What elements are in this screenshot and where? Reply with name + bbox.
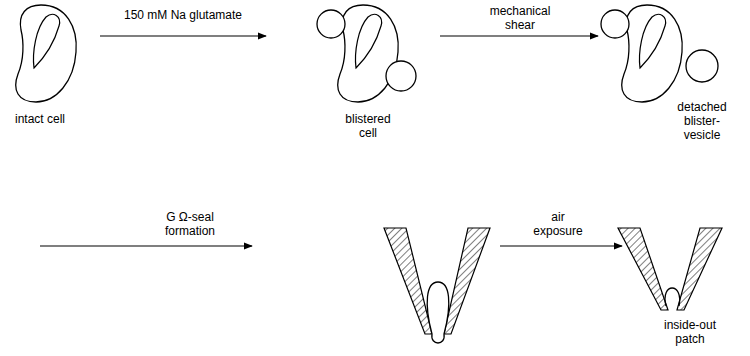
stage-label: intact cell	[14, 112, 66, 126]
stage-label: air exposure	[527, 210, 589, 238]
stage-label: mechanical shear	[478, 4, 562, 32]
pipette-with-patch	[618, 228, 722, 310]
stage-label: 150 mM Na glutamate	[93, 8, 273, 22]
stage-label: inside-out patch	[655, 318, 725, 346]
stage-label: detached blister-vesicle	[670, 100, 734, 142]
stage-label: blistered cell	[336, 112, 400, 140]
process-arrow	[40, 245, 252, 246]
process-arrow	[500, 245, 622, 246]
stage-label: G Ω-seal formation	[159, 210, 221, 238]
blistered-cell	[317, 5, 416, 102]
process-arrow	[100, 35, 266, 36]
process-arrow	[440, 35, 598, 36]
intact-cell	[16, 5, 76, 102]
cell-with-detached-vesicle	[601, 5, 718, 102]
pipette-with-vesicle	[384, 228, 490, 343]
